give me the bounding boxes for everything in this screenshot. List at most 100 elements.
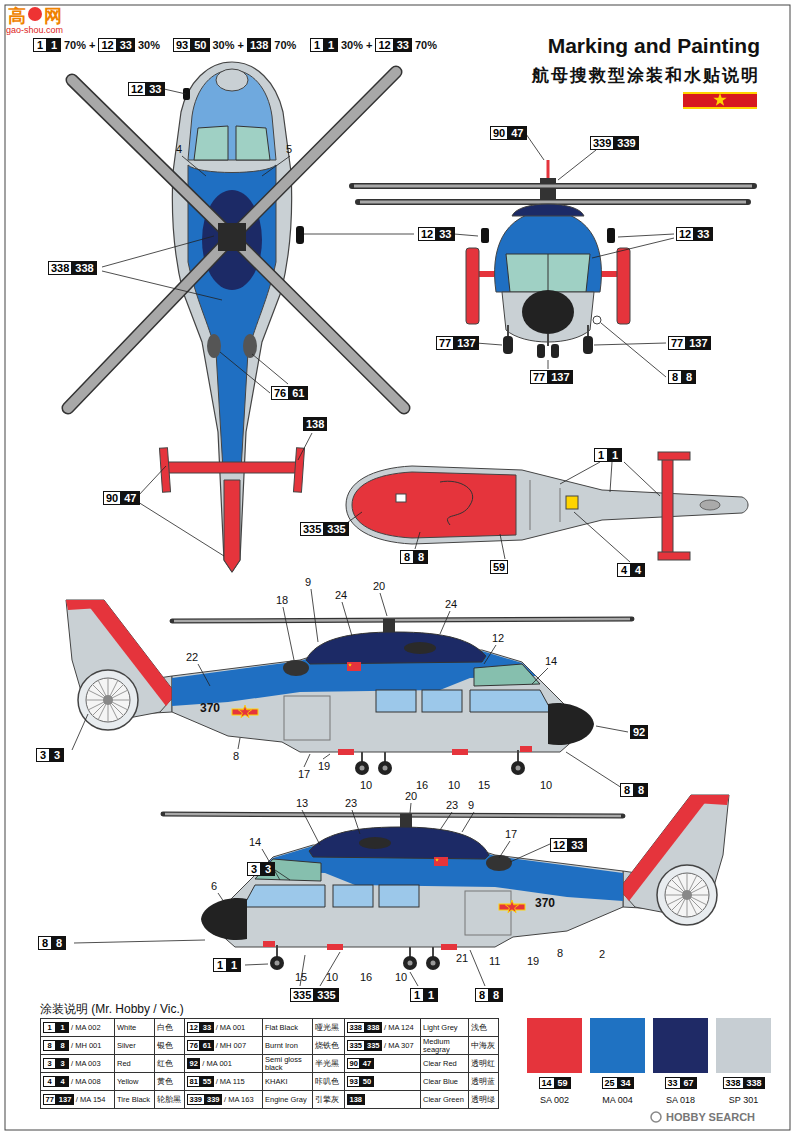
color-code: 8 xyxy=(489,988,503,1002)
paint-table-cell: White xyxy=(114,1018,155,1037)
color-code: 8 xyxy=(52,936,66,950)
color-code: 137 xyxy=(56,1094,74,1105)
label-text: Silver xyxy=(117,1042,136,1050)
illustration-part xyxy=(103,695,113,705)
label-text: / MA 115 xyxy=(216,1078,245,1086)
label-text: 23 xyxy=(446,799,458,811)
label-text: 透明蓝 xyxy=(471,1078,495,1086)
label-text: 30% xyxy=(213,39,235,51)
illustration-part xyxy=(520,746,532,752)
color-code: 47 xyxy=(121,491,139,505)
watermark-logo xyxy=(28,7,42,21)
callout-group: 9 xyxy=(305,576,311,588)
color-code: 8 xyxy=(400,550,414,564)
illustration-part xyxy=(547,160,550,180)
color-code: 339 xyxy=(614,136,638,150)
label-text: 网 xyxy=(44,4,62,28)
callout-group: 138 xyxy=(303,417,327,431)
color-code: 33 xyxy=(568,838,586,852)
label-text: Yellow xyxy=(117,1078,138,1086)
callout-group: 8 xyxy=(557,947,563,959)
paint-table-cell: 7661/ MH 007 xyxy=(184,1036,263,1055)
illustration-part xyxy=(466,248,479,324)
callout-group: 10 xyxy=(540,779,552,791)
illustration-part xyxy=(355,761,369,775)
color-code: 81 xyxy=(187,1076,200,1087)
leader-lines xyxy=(72,89,674,986)
illustration-part xyxy=(396,494,406,502)
label-text: + xyxy=(238,39,244,51)
color-code: 12 xyxy=(550,838,568,852)
illustration-part xyxy=(236,126,270,160)
callout-group: 9047 xyxy=(490,126,527,140)
illustration-part xyxy=(172,62,291,572)
callout-group: 10 xyxy=(326,971,338,983)
label-text: 20 xyxy=(405,790,417,802)
paint-table-cell: 1233/ MA 001 xyxy=(184,1018,263,1037)
label-text: 9 xyxy=(305,576,311,588)
callout-group: HOBBY SEARCH xyxy=(666,1111,755,1123)
front-view xyxy=(352,160,754,358)
legend-text: SP 301 xyxy=(729,1095,758,1105)
label-text: 9 xyxy=(468,799,474,811)
color-code: 335 xyxy=(290,988,314,1002)
label-text: 涂装说明 (Mr. Hobby / Vic.) xyxy=(40,1001,184,1018)
illustration-part xyxy=(607,228,615,243)
label-text: 8 xyxy=(557,947,563,959)
callout-group: 23 xyxy=(345,797,357,809)
color-code: 12 xyxy=(187,1022,200,1033)
illustration-part xyxy=(662,458,673,554)
label-text: 19 xyxy=(318,760,330,772)
callout-group: 航母搜救型涂装和水贴说明 xyxy=(532,64,760,87)
color-code: 90 xyxy=(490,126,508,140)
frame xyxy=(5,5,790,1130)
label-text: 30% xyxy=(341,39,363,51)
paint-table-cell: 银色 xyxy=(154,1036,185,1055)
color-code: 59 xyxy=(490,560,508,574)
label-text: Clear Green xyxy=(423,1096,464,1104)
color-code: 3 xyxy=(36,748,50,762)
label-text: 15 xyxy=(478,779,490,791)
illustration-part xyxy=(683,92,757,109)
callout-group: 15 xyxy=(295,971,307,983)
callout-group: 88 xyxy=(475,988,503,1002)
label-text: 5 xyxy=(286,143,292,155)
illustration-part xyxy=(440,481,473,525)
color-code: 12 xyxy=(98,38,116,52)
callout-group: 88 xyxy=(620,783,648,797)
illustration-part xyxy=(551,344,559,358)
paint-table-cell: 中海灰 xyxy=(468,1036,499,1055)
label-text: 23 xyxy=(345,797,357,809)
illustration-part xyxy=(530,480,560,530)
callout-group: 19 xyxy=(527,955,539,967)
callout-group: 21 xyxy=(456,952,468,964)
label-text: / MA 154 xyxy=(76,1096,106,1104)
label-text: / MA 002 xyxy=(71,1024,101,1032)
callout-group: 10 xyxy=(395,971,407,983)
illustration-part xyxy=(306,632,486,664)
illustration-part xyxy=(352,472,516,538)
label-text: gao-shou.com xyxy=(6,25,63,35)
label-text: Flat Black xyxy=(265,1024,298,1032)
paint-table-cell: 92/ MA 001 xyxy=(184,1054,263,1073)
legend-text: SA 002 xyxy=(540,1095,569,1105)
label-text: 透明绿 xyxy=(471,1096,495,1104)
callout-group: 1233 xyxy=(418,227,455,241)
callout-group: 1233 xyxy=(676,227,713,241)
paint-table-cell: 9350 xyxy=(344,1072,421,1091)
illustration-part xyxy=(658,552,690,560)
illustration-part xyxy=(78,670,138,730)
label-text: 24 xyxy=(445,598,457,610)
color-code: 33 xyxy=(436,227,454,241)
paint-table-cell: Light Grey xyxy=(420,1018,469,1037)
illustration-part xyxy=(102,89,478,556)
illustration-part xyxy=(470,690,552,712)
illustration-part xyxy=(66,600,104,610)
color-code: 339 xyxy=(187,1094,205,1105)
label-text: 10 xyxy=(395,971,407,983)
illustration-part xyxy=(360,766,365,771)
label-text: 11 xyxy=(489,955,500,967)
label-text: 15 xyxy=(295,971,307,983)
